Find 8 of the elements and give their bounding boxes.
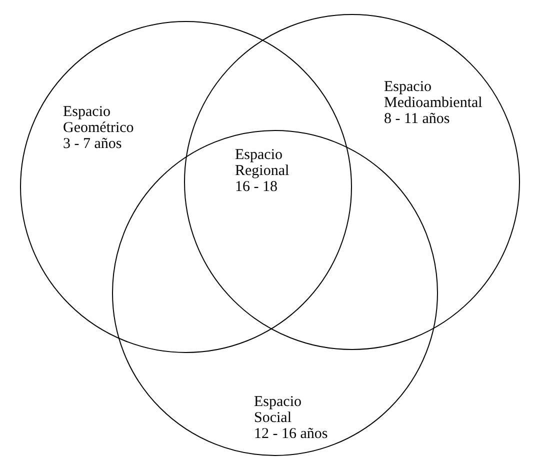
- intersection-title: Espacio Regional: [235, 147, 290, 179]
- set-title: Espacio Geométrico: [63, 104, 135, 136]
- age-range: 12 - 16 años: [254, 426, 329, 442]
- age-range: 8 - 11 años: [384, 111, 451, 127]
- age-range: 16 - 18: [235, 179, 278, 195]
- age-range: 3 - 7 años: [63, 136, 123, 152]
- set-title: Espacio Medioambiental: [384, 79, 484, 111]
- set-title: Espacio Social: [254, 394, 302, 426]
